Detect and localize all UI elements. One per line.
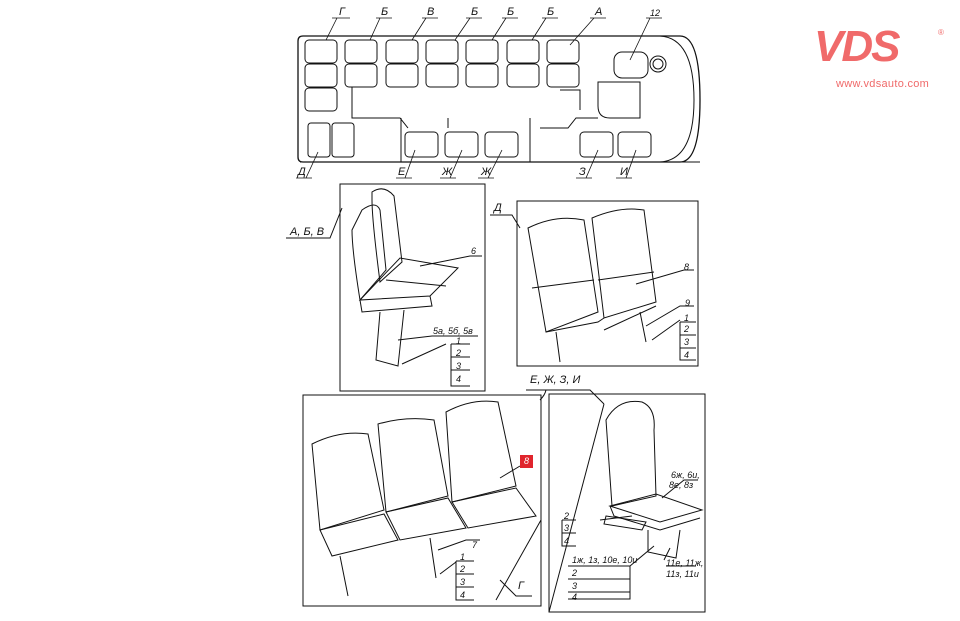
ref-3: 3 [456, 361, 462, 371]
ref-2: 2 [564, 511, 570, 521]
ref-2: 2 [684, 324, 690, 334]
callout-11e-11zh: 11е, 11ж, [666, 558, 704, 568]
plan-label-v: В [427, 6, 435, 18]
callout-11z-11i: 11з, 11и [666, 569, 699, 579]
plan-label-zh2: Ж [481, 166, 492, 178]
logo-brand: VDS [814, 22, 900, 71]
view-d-title: Д [494, 202, 502, 214]
highlighted-callout-8[interactable]: 8 [520, 455, 534, 468]
ref-3: 3 [564, 523, 570, 533]
logo-url[interactable]: www.vdsauto.com [836, 78, 930, 90]
callout-7: 7 [472, 540, 478, 550]
ref-4: 4 [456, 374, 462, 384]
ref-2: 2 [460, 564, 466, 574]
callout-8e-8z: 8е, 8з [669, 480, 694, 490]
ref-4: 4 [564, 536, 570, 546]
plan-label-z: З [579, 166, 586, 178]
table-ref-2: 2 [572, 568, 578, 578]
plan-label-b2: Б [471, 6, 479, 18]
ref-2: 2 [456, 348, 462, 358]
plan-label-b4: Б [547, 6, 555, 18]
vds-logo: VDS ® www.vdsauto.com [814, 22, 944, 90]
plan-label-i: И [620, 166, 628, 178]
ref-3: 3 [460, 577, 466, 587]
table-ref-4: 4 [572, 592, 578, 602]
callout-6zh-6i: 6ж, 6и, [671, 470, 700, 480]
view-g-frame [302, 389, 547, 607]
view-abv-title: А, Б, В [290, 226, 325, 238]
plan-label-g: Г [339, 6, 345, 18]
plan-label-zh1: Ж [442, 166, 453, 178]
callout-leaders [296, 17, 662, 179]
view-ezhzi-frame [526, 389, 706, 613]
ref-3: 3 [684, 337, 690, 347]
table-head: 1ж, 1з, 10е, 10и [572, 555, 638, 565]
logo-registered-mark: ® [938, 28, 944, 37]
plan-label-b3: Б [507, 6, 515, 18]
plan-seats [300, 39, 700, 163]
ref-1: 1 [460, 552, 466, 562]
plan-label-driver: 12 [650, 8, 661, 18]
bus-floor-plan [296, 17, 701, 179]
plan-label-d: Д [298, 166, 306, 178]
callout-9: 9 [685, 298, 691, 308]
callout-8: 8 [684, 262, 690, 272]
callout-5abv: 5а, 5б, 5в [433, 326, 473, 336]
ref-4: 4 [684, 350, 690, 360]
plan-label-a: А [595, 6, 603, 18]
view-abv-frame [286, 183, 486, 392]
plan-label-b1: Б [381, 6, 389, 18]
view-g-title: Г [518, 580, 524, 592]
ref-1: 1 [684, 313, 690, 323]
table-ref-3: 3 [572, 581, 578, 591]
view-ezhzi-title: Е, Ж, З, И [530, 374, 581, 386]
plan-label-e: Е [398, 166, 406, 178]
ref-4: 4 [460, 590, 466, 600]
ref-1: 1 [456, 336, 462, 346]
callout-6: 6 [471, 246, 477, 256]
view-d-frame [490, 200, 699, 367]
